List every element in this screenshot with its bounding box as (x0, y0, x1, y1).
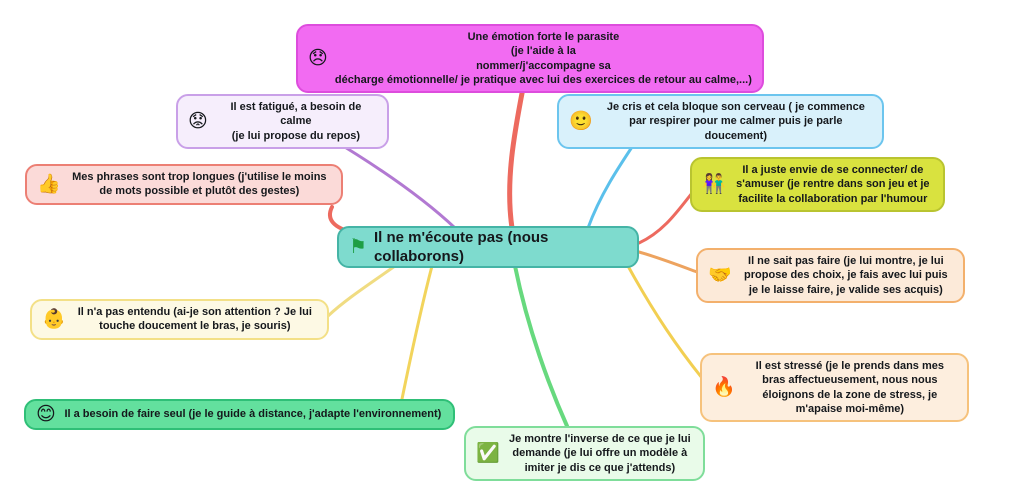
node-label: Je cris et cela bloque son cerveau ( je … (606, 101, 865, 142)
node-pas-entendu[interactable]: 👶 Il n'a pas entendu (ai-je son attentio… (30, 299, 329, 340)
couple-icon: 👫 (702, 173, 726, 195)
node-je-cris[interactable]: 🙂 Je cris et cela bloque son cerveau ( j… (557, 94, 884, 149)
node-phrases-longues[interactable]: 👍 Mes phrases sont trop longues (j'utili… (25, 164, 343, 205)
connector-fatigue (328, 136, 457, 230)
node-label: Il est stressé (je le prends dans mes br… (755, 360, 944, 415)
handshake-icon: 🤝 (708, 264, 732, 286)
thumbs-up-icon: 👍 (37, 173, 61, 195)
node-montre-inverse[interactable]: ✅ Je montre l'inverse de ce que je lui d… (464, 426, 705, 481)
node-fatigue[interactable]: 😟 Il est fatigué, a besoin de calme (je … (176, 94, 389, 149)
node-label: Une émotion forte le parasite (je l'aide… (334, 31, 752, 86)
connector-pas-entendu (326, 264, 397, 318)
node-ne-sait-pas-faire[interactable]: 🤝 Il ne sait pas faire (je lui montre, j… (696, 248, 965, 303)
connector-faire-seul (400, 264, 434, 401)
smiling-face-icon: 🙂 (569, 110, 593, 132)
connector-je-cris (586, 139, 638, 230)
baby-icon: 👶 (42, 308, 66, 330)
central-topic-label: Il ne m'écoute pas (nous collaborons) (373, 228, 549, 266)
node-label: Mes phrases sont trop longues (j'utilise… (72, 171, 327, 198)
connector-ne-sait-pas-faire (637, 250, 699, 274)
smiling-face-icon: 😊 (36, 404, 56, 425)
node-central-topic[interactable]: ⚑ Il ne m'écoute pas (nous collaborons) (337, 226, 639, 268)
node-label: Je montre l'inverse de ce que je lui dem… (508, 433, 691, 474)
connector-se-connecter (637, 191, 694, 245)
connector-stresse (626, 264, 704, 380)
connector-montre-inverse (513, 264, 569, 428)
flag-icon: ⚑ (349, 236, 367, 258)
node-faire-seul[interactable]: 😊 Il a besoin de faire seul (je le guide… (24, 399, 455, 430)
node-stresse[interactable]: 🔥 Il est stressé (je le prends dans mes … (700, 353, 969, 423)
worried-face-icon: 😟 (188, 110, 208, 132)
node-label: Il a besoin de faire seul (je le guide à… (64, 408, 442, 421)
node-emotion-forte[interactable]: 😞 Une émotion forte le parasite (je l'ai… (296, 24, 764, 94)
fire-icon: 🔥 (712, 377, 736, 399)
sad-face-icon: 😞 (308, 48, 328, 70)
node-label: Il n'a pas entendu (ai-je son attention … (77, 306, 312, 333)
node-label: Il ne sait pas faire (je lui montre, je … (744, 255, 948, 296)
node-label: Il a juste envie de se connecter/ de s'a… (736, 164, 930, 205)
node-label: Il est fatigué, a besoin de calme (je lu… (230, 101, 362, 142)
check-mark-icon: ✅ (476, 442, 500, 464)
node-se-connecter[interactable]: 👫 Il a juste envie de se connecter/ de s… (690, 157, 945, 212)
connector-emotion-forte (507, 85, 526, 231)
